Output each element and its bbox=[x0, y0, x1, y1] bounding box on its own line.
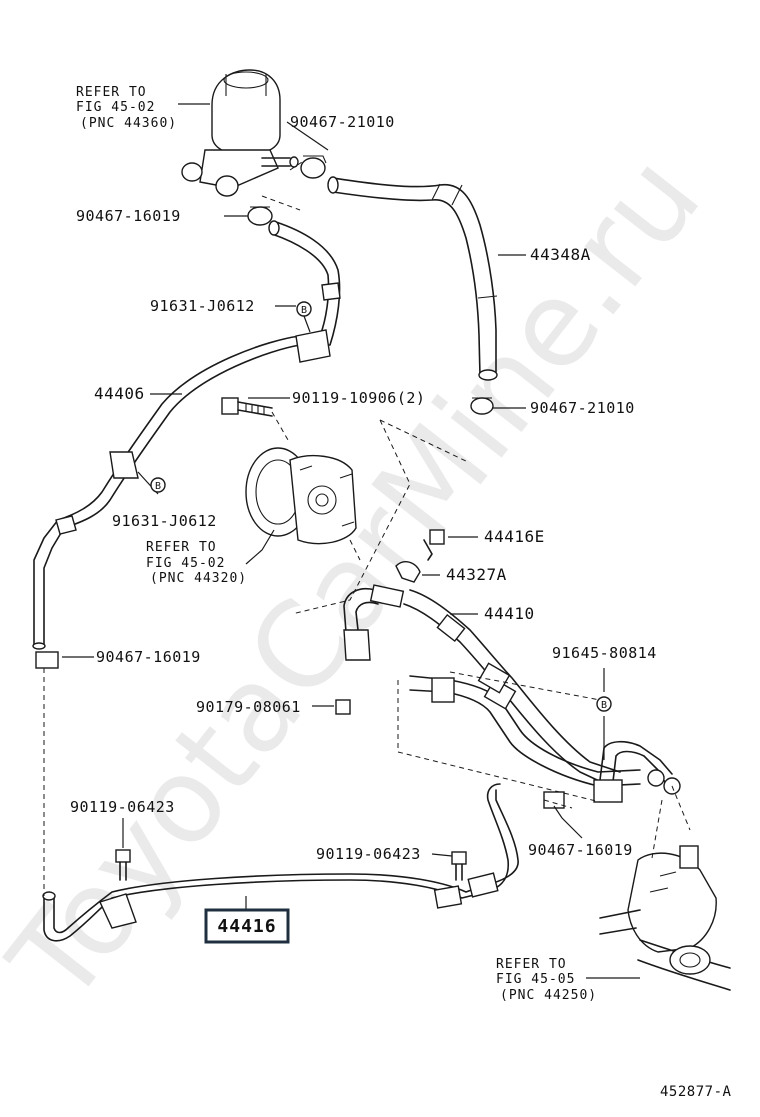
bolt-90119-06423-mid-drawing bbox=[451, 851, 467, 881]
pressure-tube-drawing bbox=[409, 662, 681, 803]
gear-drawing bbox=[599, 845, 731, 991]
b-marker-right: B bbox=[596, 696, 612, 712]
tube-44406-drawing bbox=[32, 220, 341, 650]
svg-text:REFER TO: REFER TO bbox=[146, 540, 217, 555]
label-44410: 44410 bbox=[484, 604, 535, 623]
svg-text:FIG 45-02: FIG 45-02 bbox=[76, 100, 155, 115]
label-90119-06423-left: 90119-06423 bbox=[70, 798, 175, 816]
hose-44410-drawing bbox=[343, 584, 621, 787]
label-90119-10906: 90119-10906(2) bbox=[292, 389, 425, 407]
label-44406: 44406 bbox=[94, 384, 145, 403]
bolt-90119-10906-drawing bbox=[221, 397, 273, 417]
gasket-44327a-drawing bbox=[395, 561, 421, 583]
ref-reservoir: REFER TO FIG 45-02 (PNC 44360) bbox=[76, 85, 177, 131]
leader-lines bbox=[62, 103, 640, 979]
label-91631-j0612-mid: 91631-J0612 bbox=[112, 512, 217, 530]
label-44348a: 44348A bbox=[530, 245, 591, 264]
clamp-90467-16019-top bbox=[247, 206, 273, 226]
svg-text:(PNC 44360): (PNC 44360) bbox=[80, 116, 177, 131]
svg-text:B: B bbox=[601, 700, 607, 711]
label-90467-16019-right: 90467-16019 bbox=[528, 841, 633, 859]
clamp-90467-21010-mid bbox=[470, 397, 494, 415]
tube-44416-drawing bbox=[42, 783, 519, 942]
svg-text:(PNC 44320): (PNC 44320) bbox=[150, 571, 247, 586]
hose-44348a-drawing bbox=[327, 176, 498, 381]
svg-text:B: B bbox=[155, 481, 161, 492]
ref-pump: REFER TO FIG 45-02 (PNC 44320) bbox=[146, 540, 247, 586]
pump-drawing bbox=[245, 447, 357, 545]
label-44327a: 44327A bbox=[446, 565, 507, 584]
svg-text:FIG 45-05: FIG 45-05 bbox=[496, 972, 575, 987]
union-44416e-drawing bbox=[423, 529, 445, 561]
label-44416: 44416 bbox=[217, 916, 276, 937]
diagram-id: 452877-A bbox=[660, 1084, 732, 1100]
clamp-90467-16019-left bbox=[35, 651, 59, 669]
label-90467-21010-mid: 90467-21010 bbox=[530, 399, 635, 417]
svg-text:REFER TO: REFER TO bbox=[496, 957, 567, 972]
label-44416e: 44416E bbox=[484, 527, 545, 546]
label-90179-08061: 90179-08061 bbox=[196, 698, 301, 716]
svg-text:B: B bbox=[301, 305, 307, 316]
highlighted-part-44416[interactable]: 44416 bbox=[204, 908, 290, 944]
label-90119-06423-mid: 90119-06423 bbox=[316, 845, 421, 863]
clamp-90467-21010-top bbox=[300, 155, 327, 179]
reservoir-drawing bbox=[181, 69, 299, 197]
label-91645-80814: 91645-80814 bbox=[552, 644, 657, 662]
nut-90179-08061-drawing bbox=[335, 699, 351, 715]
ref-gear: REFER TO FIG 45-05 (PNC 44250) bbox=[496, 957, 597, 1003]
clamp-90467-16019-right bbox=[543, 791, 565, 809]
svg-text:(PNC 44250): (PNC 44250) bbox=[500, 988, 597, 1003]
b-marker-mid: B bbox=[150, 477, 166, 493]
label-90467-16019-top: 90467-16019 bbox=[76, 207, 181, 225]
b-marker-top: B bbox=[296, 301, 312, 317]
label-90467-21010-top: 90467-21010 bbox=[290, 113, 395, 131]
svg-text:FIG 45-02: FIG 45-02 bbox=[146, 556, 225, 571]
label-90467-16019-left: 90467-16019 bbox=[96, 648, 201, 666]
bolt-90119-06423-left-drawing bbox=[115, 849, 131, 881]
label-91631-j0612-top: 91631-J0612 bbox=[150, 297, 255, 315]
svg-text:REFER TO: REFER TO bbox=[76, 85, 147, 100]
